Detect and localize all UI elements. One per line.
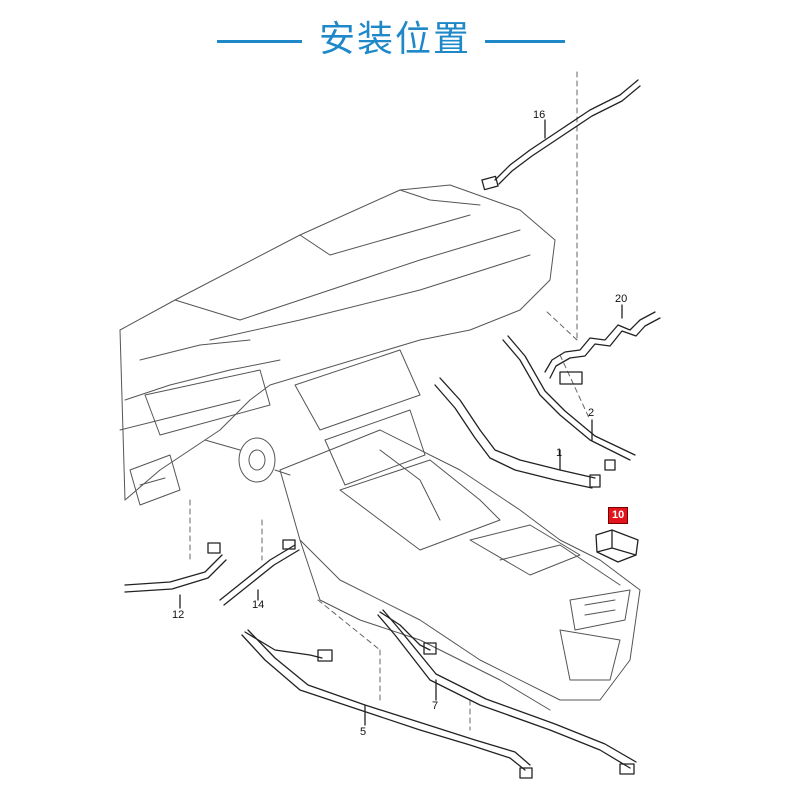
part-2-trim (502, 335, 636, 471)
part-16-strip (481, 79, 641, 191)
title-rule-left (217, 40, 302, 43)
part-7-trim (377, 609, 637, 775)
dashboard-outline (119, 184, 641, 711)
title-rule-right (485, 40, 565, 43)
part-5-trim (241, 629, 533, 779)
parts-diagram: 16 20 2 1 10 12 14 7 5 (0, 60, 800, 800)
callout-5: 5 (360, 726, 367, 738)
part-12-trim (124, 542, 227, 609)
header: 安装位置 (0, 0, 800, 90)
page-title: 安装位置 (318, 19, 471, 60)
diagram-drawing (119, 71, 661, 779)
callout-20: 20 (615, 293, 628, 305)
part-1-trim (434, 377, 601, 489)
callout-16: 16 (533, 109, 546, 121)
callout-7: 7 (432, 700, 439, 712)
part-14-trim (219, 539, 300, 606)
callout-12: 12 (172, 609, 185, 621)
callout-1: 1 (556, 447, 563, 459)
part-20-strip (544, 304, 661, 385)
callout-14: 14 (252, 599, 265, 611)
callout-2: 2 (588, 407, 595, 419)
part-10-connector (595, 529, 639, 563)
callout-10-highlighted: 10 (608, 507, 629, 524)
dashed-guides (189, 71, 591, 731)
